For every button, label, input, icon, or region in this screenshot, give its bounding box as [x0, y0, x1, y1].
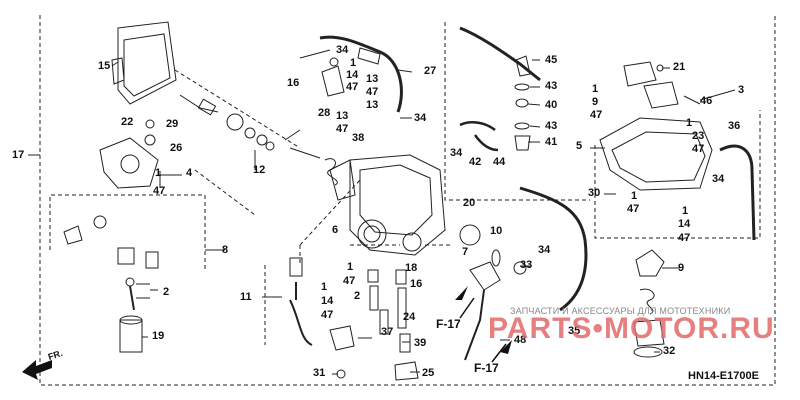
callout-41: 41 — [545, 136, 558, 148]
callout-16: 16 — [287, 77, 300, 89]
watermark-tagline: ЗАПЧАСТИ И АКСЕССУАРЫ ДЛЯ МОТОТЕХНИКИ — [510, 306, 731, 316]
callout-26: 26 — [170, 142, 183, 154]
hose-27 — [319, 35, 403, 113]
callout-45: 45 — [545, 54, 558, 66]
callout-47: 47 — [153, 185, 166, 197]
callout-2: 2 — [163, 286, 170, 298]
callout-1: 1 — [321, 281, 328, 293]
callout-19: 19 — [152, 330, 165, 342]
hose-45 — [459, 26, 541, 82]
callout-47: 47 — [366, 86, 379, 98]
callout-47: 47 — [692, 143, 705, 155]
callout-9: 9 — [678, 262, 685, 274]
callout-47: 47 — [627, 203, 640, 215]
callout-11: 11 — [240, 291, 252, 303]
callout-47: 47 — [346, 81, 359, 93]
callout-34: 34 — [538, 244, 551, 256]
callout-30: 30 — [588, 187, 601, 199]
callout-47: 47 — [678, 232, 691, 244]
callout-47: 47 — [343, 275, 356, 287]
callout-25: 25 — [422, 367, 435, 379]
group-bracket-left — [49, 194, 206, 270]
callout-17: 17 — [12, 149, 25, 161]
callout-1: 1 — [347, 261, 354, 273]
float-chamber — [599, 117, 713, 191]
section-ref-f17-lower: F-17 — [474, 361, 499, 375]
callout-2: 2 — [354, 290, 361, 302]
callout-33: 33 — [520, 259, 533, 271]
callout-5: 5 — [576, 140, 583, 152]
callout-3: 3 — [738, 84, 745, 96]
callout-46: 46 — [700, 95, 713, 107]
callout-34: 34 — [450, 147, 463, 159]
callout-1: 1 — [631, 190, 638, 202]
callout-44: 44 — [493, 156, 506, 168]
callout-15: 15 — [98, 60, 111, 72]
callout-8: 8 — [222, 244, 229, 256]
group-bracket-hoses — [444, 22, 590, 201]
callout-1: 1 — [686, 117, 693, 129]
callout-43: 43 — [545, 120, 558, 132]
group-bracket-right — [594, 110, 761, 239]
callout-47: 47 — [336, 123, 349, 135]
callout-13: 13 — [366, 73, 379, 85]
callout-14: 14 — [346, 69, 359, 81]
callout-34: 34 — [414, 112, 427, 124]
callout-48: 48 — [514, 334, 527, 346]
hose-35 — [519, 186, 588, 312]
callout-23: 23 — [692, 130, 705, 142]
pump-cover — [99, 137, 159, 189]
callout-39: 39 — [414, 337, 427, 349]
callout-29: 29 — [166, 118, 179, 130]
callout-1: 1 — [682, 205, 689, 217]
diagram-code: HN14-E1700E — [688, 370, 759, 382]
callout-21: 21 — [673, 61, 686, 73]
callout-6: 6 — [332, 224, 339, 236]
callout-14: 14 — [678, 218, 691, 230]
callout-36: 36 — [728, 120, 741, 132]
section-ref-f17-upper: F-17 — [436, 317, 461, 331]
callout-20: 20 — [463, 197, 476, 209]
callout-16: 16 — [410, 278, 423, 290]
callout-22: 22 — [121, 116, 134, 128]
throttle-screw — [179, 94, 219, 113]
callout-40: 40 — [545, 99, 558, 111]
callout-9: 9 — [592, 96, 599, 108]
callout-1: 1 — [350, 57, 357, 69]
callout-18: 18 — [405, 262, 418, 274]
callout-43: 43 — [545, 80, 558, 92]
callout-34: 34 — [712, 173, 725, 185]
callout-47: 47 — [590, 109, 603, 121]
callout-32: 32 — [663, 345, 676, 357]
callout-4: 4 — [186, 167, 193, 179]
callout-47: 47 — [321, 309, 334, 321]
callout-42: 42 — [469, 156, 482, 168]
air-chamber-cover — [117, 21, 177, 105]
callout-7: 7 — [462, 246, 469, 258]
callout-1: 1 — [592, 83, 599, 95]
callout-12: 12 — [253, 164, 266, 176]
callout-27: 27 — [424, 65, 437, 77]
callout-10: 10 — [490, 225, 503, 237]
callout-24: 24 — [403, 311, 416, 323]
callout-37: 37 — [381, 326, 394, 338]
frame-border — [39, 15, 776, 386]
callout-14: 14 — [321, 295, 334, 307]
watermark-logo: PARTS•MOTOR.RU — [488, 312, 775, 345]
callout-31: 31 — [313, 367, 326, 379]
callout-38: 38 — [352, 132, 365, 144]
drain-tube-36 — [719, 144, 756, 241]
callout-13: 13 — [336, 110, 349, 122]
callout-1: 1 — [155, 167, 162, 179]
callout-34: 34 — [336, 44, 349, 56]
throttle-spring — [324, 158, 338, 186]
callout-35: 35 — [568, 325, 581, 337]
callout-28: 28 — [318, 107, 331, 119]
carburetor-body — [349, 154, 446, 256]
callout-13: 13 — [366, 99, 379, 111]
